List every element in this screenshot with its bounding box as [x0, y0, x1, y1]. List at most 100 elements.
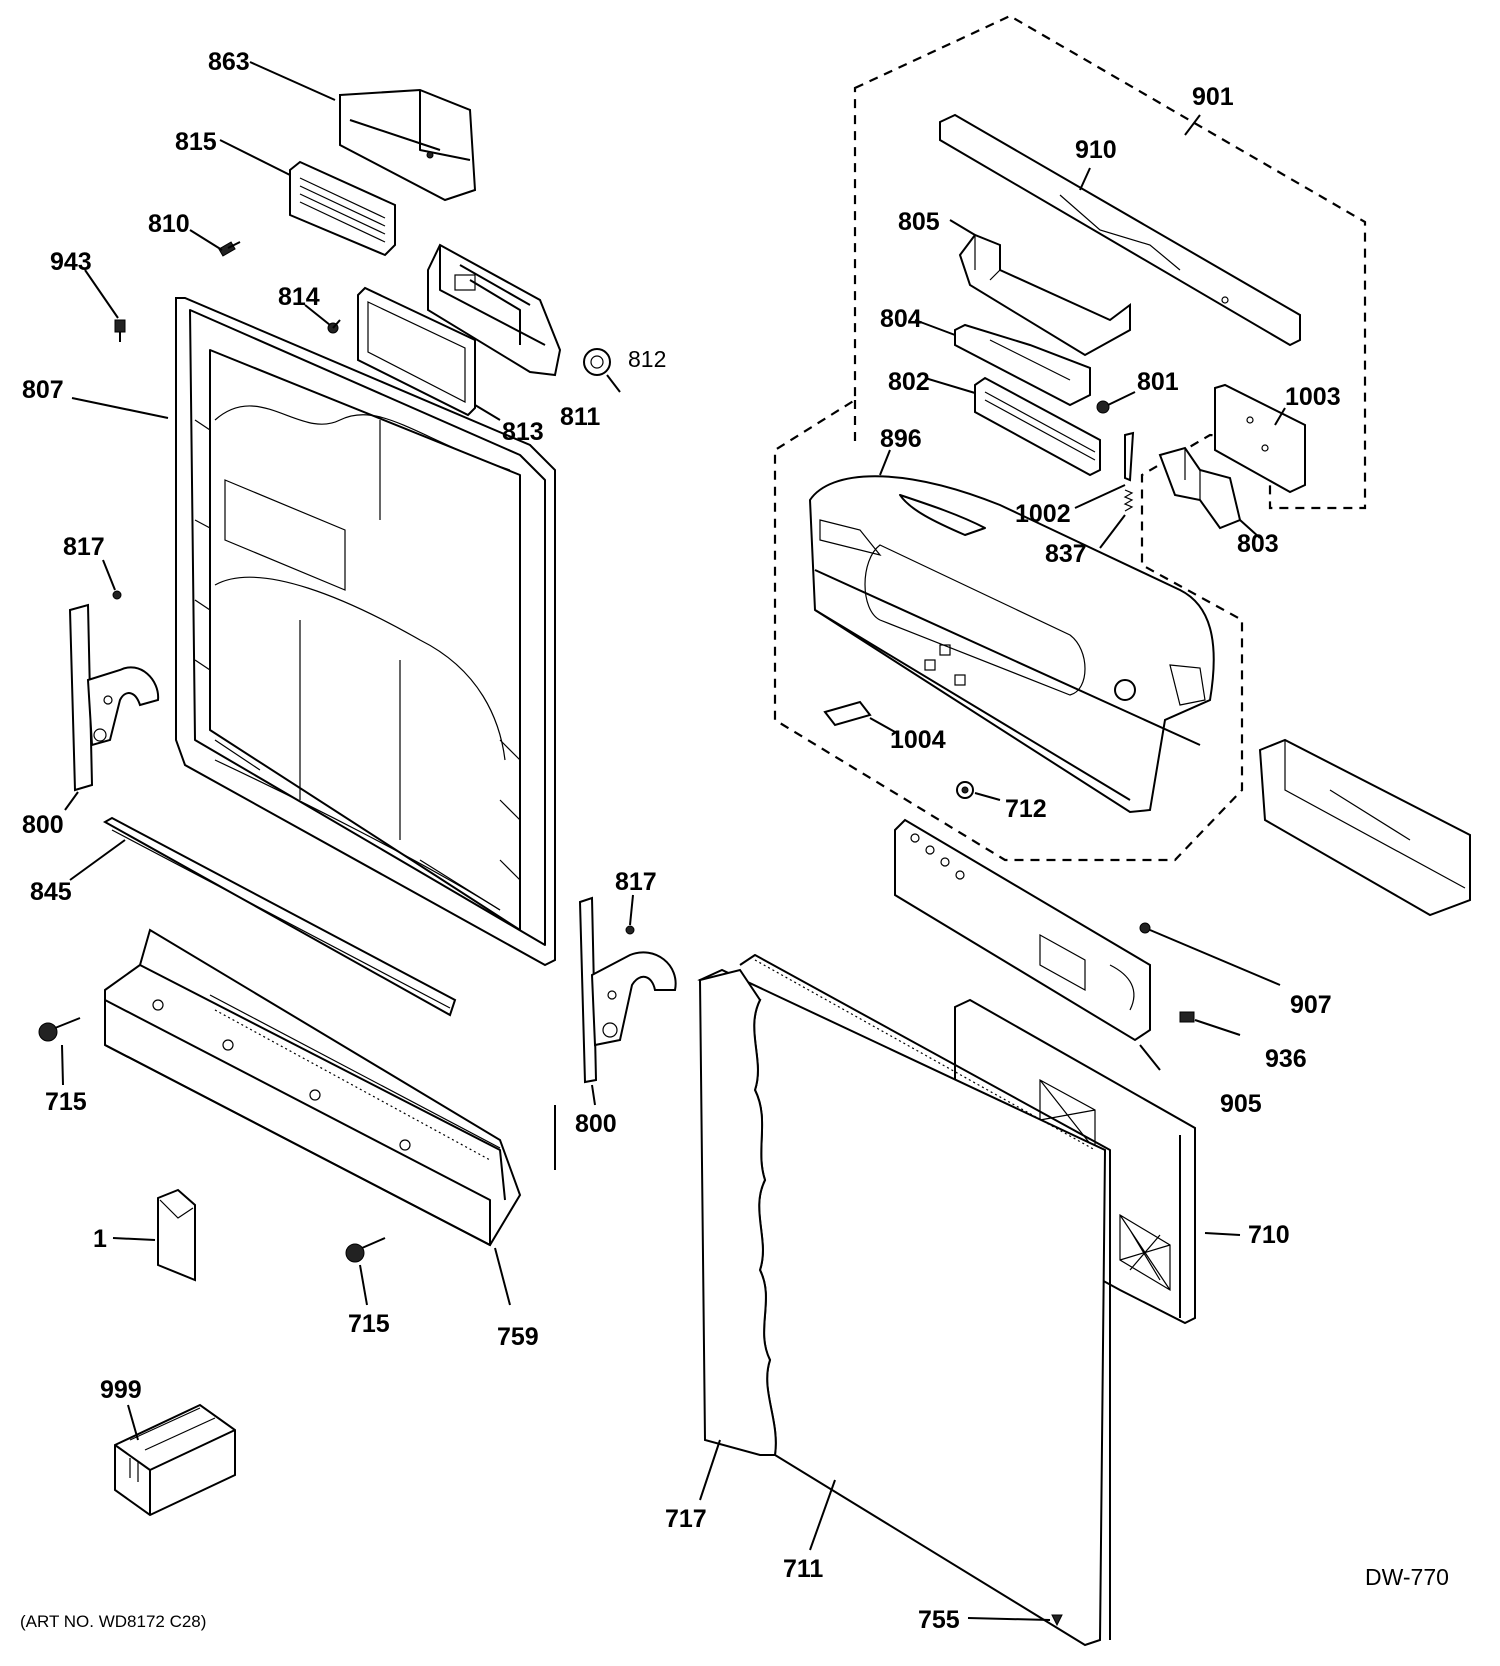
- callout-711: 711: [783, 1555, 823, 1583]
- callout-905: 905: [1220, 1090, 1262, 1118]
- part-802-channel: [974, 376, 1101, 477]
- part-812-knob: [583, 348, 611, 376]
- callout-717: 717: [665, 1505, 707, 1533]
- callout-863: 863: [208, 48, 250, 76]
- callout-1004: 1004: [890, 726, 946, 754]
- part-813-gasket: [357, 286, 476, 417]
- callout-801: 801: [1137, 368, 1179, 396]
- leader-999: [127, 1404, 139, 1441]
- callout-910: 910: [1075, 136, 1117, 164]
- callout-710: 710: [1248, 1221, 1290, 1249]
- callout-759: 759: [497, 1323, 539, 1351]
- callout-936: 936: [1265, 1045, 1307, 1073]
- leader-812: [606, 374, 621, 393]
- leader-907: [1149, 929, 1281, 986]
- callout-802: 802: [888, 368, 930, 396]
- part-845-trim-strip: [102, 816, 457, 1017]
- callout-803: 803: [1237, 530, 1279, 558]
- leader-817-right: [629, 894, 634, 926]
- leader-717: [699, 1439, 721, 1501]
- leader-936: [1194, 1019, 1241, 1036]
- callout-814: 814: [278, 283, 320, 311]
- leader-845: [69, 839, 126, 881]
- part-800-hinge-right: [578, 896, 677, 1084]
- callout-815: 815: [175, 128, 217, 156]
- leader-910: [1079, 167, 1091, 191]
- leader-837: [1099, 514, 1126, 549]
- leader-755: [967, 1617, 1051, 1621]
- part-907-screw: [1139, 922, 1151, 934]
- part-755-screw: [1051, 1614, 1063, 1627]
- part-810-screw: [218, 241, 241, 257]
- callout-1: 1: [93, 1225, 107, 1253]
- part-715-screw-b: [345, 1237, 386, 1263]
- callout-907: 907: [1290, 991, 1332, 1019]
- leader-943: [84, 269, 119, 319]
- part-803-latch: [1158, 446, 1242, 530]
- leader-800-right: [591, 1084, 596, 1106]
- part-shield: [1258, 738, 1471, 917]
- callout-805: 805: [898, 208, 940, 236]
- callout-845: 845: [30, 878, 72, 906]
- part-943-screw: [114, 319, 126, 342]
- part-1003-board: [1214, 383, 1306, 494]
- leader-1002: [1074, 484, 1126, 509]
- part-1004-clip: [823, 700, 872, 727]
- callout-810: 810: [148, 210, 190, 238]
- callout-800-right: 800: [575, 1110, 617, 1138]
- callout-901: 901: [1192, 83, 1234, 111]
- callout-755: 755: [918, 1606, 960, 1634]
- leader-807: [71, 397, 169, 419]
- part-801-screw: [1096, 400, 1110, 414]
- part-910-bracket: [939, 113, 1301, 347]
- callout-999: 999: [100, 1376, 142, 1404]
- leader-802: [924, 377, 976, 394]
- part-715-screw-a: [38, 1017, 81, 1042]
- leader-905: [1139, 1044, 1161, 1071]
- leader-800-left: [64, 791, 79, 811]
- leader-1: [112, 1237, 156, 1241]
- drawing-code: DW-770: [1365, 1564, 1449, 1590]
- leader-1003: [1274, 407, 1286, 426]
- part-817-screw-left: [112, 590, 122, 600]
- part-905-control-board: [894, 818, 1151, 1042]
- callout-837: 837: [1045, 540, 1087, 568]
- art-number: (ART NO. WD8172 C28): [20, 1612, 206, 1631]
- leader-901: [1184, 114, 1201, 136]
- part-936-connector: [1179, 1011, 1195, 1023]
- part-815-vent-grille: [289, 160, 396, 257]
- part-896-control-console: [808, 475, 1215, 814]
- callout-807: 807: [22, 376, 64, 404]
- part-807-inner-door: [175, 297, 556, 967]
- part-1-tag: [157, 1188, 196, 1282]
- part-837-spring: [1123, 489, 1134, 512]
- part-814-screw: [327, 319, 341, 334]
- part-863-vent-cover: [339, 88, 477, 202]
- callout-817-right: 817: [615, 868, 657, 896]
- leader-715-b: [359, 1264, 368, 1306]
- callout-896: 896: [880, 425, 922, 453]
- leader-896: [879, 449, 891, 476]
- leader-759: [494, 1247, 511, 1306]
- callout-811: 811: [560, 403, 600, 431]
- leader-712: [974, 792, 1001, 801]
- part-1002-sensor: [1124, 431, 1135, 482]
- leader-805: [949, 219, 976, 236]
- leader-813: [474, 404, 501, 421]
- leader-803: [1239, 519, 1261, 539]
- leader-801: [1107, 391, 1136, 406]
- leader-804: [914, 319, 956, 336]
- assembly-901-outline: [773, 14, 1367, 862]
- callout-943: 943: [50, 248, 92, 276]
- callout-1002: 1002: [1015, 500, 1071, 528]
- part-999-box: [114, 1403, 236, 1517]
- part-759-front-panel: [104, 928, 522, 1247]
- callout-804: 804: [880, 305, 922, 333]
- callout-715-a: 715: [45, 1088, 87, 1116]
- leader-710: [1204, 1232, 1241, 1236]
- leader-715-a: [61, 1044, 64, 1086]
- part-811-detergent-dispenser: [427, 243, 562, 377]
- leader-817-left: [102, 559, 116, 591]
- callout-812: 812: [628, 346, 666, 372]
